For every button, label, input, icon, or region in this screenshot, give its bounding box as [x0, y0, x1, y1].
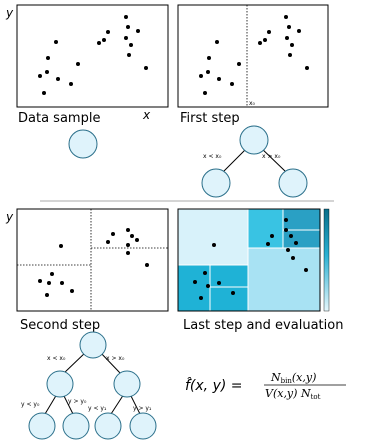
first-step-caption: First step: [180, 111, 240, 126]
tree1-left-node: [201, 168, 231, 198]
last-step-panel: Last step and evaluation: [177, 208, 343, 333]
tree2-rr-edge-label: y > y₁: [133, 405, 152, 412]
tree2-leaf-4: [129, 412, 157, 440]
first-step-panel: x₀ First step: [177, 4, 329, 126]
second-step-panel: y Second step: [5, 208, 169, 333]
formula-lhs: f̂(x, y) =: [185, 377, 243, 394]
tree2-rl-edge-label: y < y₁: [88, 405, 107, 412]
last-step-caption: Last step and evaluation: [183, 318, 343, 333]
formula-numerator: Nbin(x,y): [270, 371, 316, 385]
density-formula: f̂(x, y) = Nbin(x,y) V(x,y) Ntot: [185, 371, 346, 401]
tree1-right-edge-label: x > x₀: [262, 153, 281, 160]
x-axis-label: x: [142, 108, 151, 122]
tree2-ll-edge-label: y < y₀: [21, 401, 40, 408]
bin-bottom-right: [248, 248, 320, 311]
second-step-points: [38, 228, 149, 297]
data-sample-panel: y x Data sample: [5, 4, 169, 126]
tree2-root-node: [79, 331, 107, 359]
last-step-points: [193, 218, 308, 300]
second-step-caption: Second step: [20, 318, 100, 333]
tree-step1: x < x₀ x > x₀: [201, 125, 308, 198]
root-node: [68, 129, 98, 159]
data-sample-caption: Data sample: [18, 111, 100, 126]
tree2-leaf-3: [94, 412, 122, 440]
first-step-points: [199, 15, 309, 95]
bin-top-right-a: [248, 209, 283, 248]
tree2-leaf-1: [28, 412, 56, 440]
tree-step2: x < x₀ x > x₀ y < y₀ y > y₀ y < y₁ y > y…: [21, 331, 157, 440]
split-label-x0: x₀: [249, 100, 256, 107]
tree2-leaf-2: [62, 412, 90, 440]
tree1-root-node: [239, 125, 269, 155]
bin-top-right-b: [283, 209, 320, 248]
bin-top-left: [178, 209, 248, 265]
tree1-right-node: [278, 168, 308, 198]
bin-bottom-left-b: [210, 265, 248, 311]
data-sample-points: [38, 15, 148, 95]
tree2-left-edge-label: x < x₀: [47, 355, 66, 362]
tree2-lr-edge-label: y > y₀: [68, 398, 87, 405]
tree1-left-edge-label: x < x₀: [203, 153, 222, 160]
y-axis-label-second: y: [5, 210, 14, 224]
colorbar: [323, 208, 330, 312]
tree2-right-node: [113, 370, 141, 398]
tree2-left-node: [46, 370, 74, 398]
y-axis-label: y: [5, 6, 14, 20]
formula-denominator: V(x,y) Ntot: [265, 387, 321, 401]
tree2-right-edge-label: x > x₀: [106, 355, 125, 362]
